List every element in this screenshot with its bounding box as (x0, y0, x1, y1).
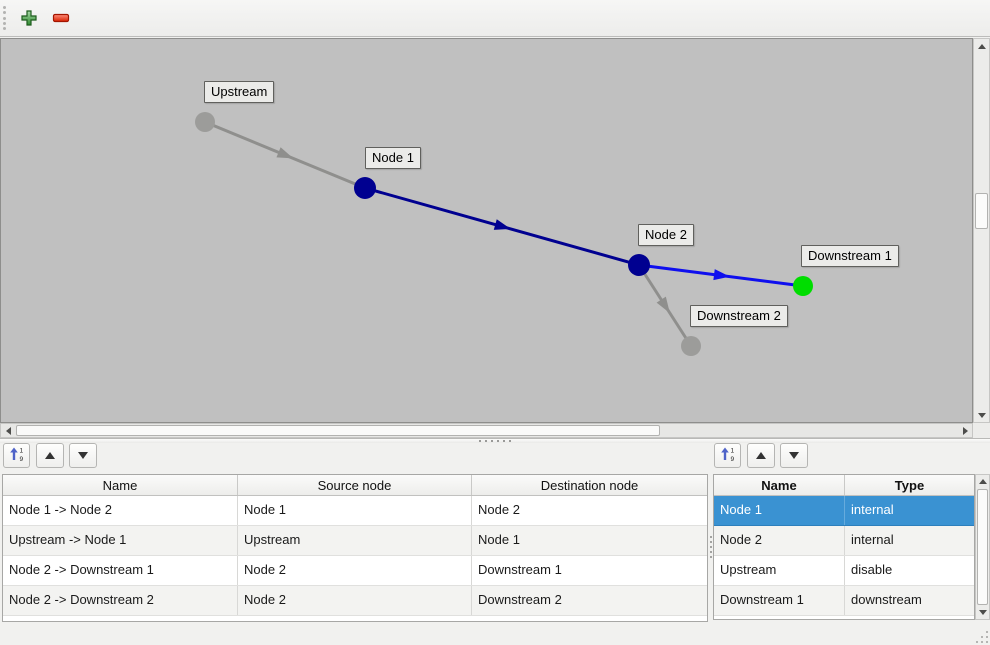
main-toolbar (0, 0, 990, 37)
sort-ascending-icon: 1 9 (9, 446, 25, 465)
nodes-table: Name Type Node 1 internal Node 2 interna… (713, 474, 975, 620)
edge-arrow-icon (276, 147, 294, 159)
edge-source-cell[interactable]: Node 2 (238, 586, 472, 615)
svg-text:1: 1 (19, 448, 23, 455)
scroll-up-icon[interactable] (976, 475, 989, 488)
table-row[interactable]: Upstream -> Node 1 Upstream Node 1 (3, 526, 707, 556)
table-row[interactable]: Node 2 internal (714, 526, 974, 556)
edges-table-header: Name Source node Destination node (3, 475, 707, 496)
scroll-down-icon[interactable] (976, 606, 989, 619)
arrow-down-icon (789, 452, 799, 459)
node-name-cell[interactable]: Downstream 1 (714, 586, 845, 615)
scroll-up-icon[interactable] (974, 39, 989, 53)
node-name-cell[interactable]: Node 1 (714, 496, 845, 525)
edges-header-name[interactable]: Name (3, 475, 238, 495)
edges-table: Name Source node Destination node Node 1… (2, 474, 708, 622)
scroll-down-icon[interactable] (974, 408, 989, 422)
nodes-header-name[interactable]: Name (714, 475, 845, 495)
edge-destination-cell[interactable]: Downstream 1 (478, 562, 562, 577)
arrow-down-icon (78, 452, 88, 459)
graph-node[interactable] (793, 276, 813, 296)
graph-vertical-scrollbar[interactable] (973, 38, 990, 423)
svg-text:9: 9 (730, 456, 734, 462)
node-type-cell[interactable]: downstream (851, 592, 922, 607)
node-type-cell[interactable]: internal (851, 532, 894, 547)
plus-icon (20, 9, 38, 30)
table-row[interactable]: Node 1 -> Node 2 Node 1 Node 2 (3, 496, 707, 526)
edge-name-cell[interactable]: Node 1 -> Node 2 (3, 496, 238, 525)
sort-ascending-icon: 1 9 (720, 446, 736, 465)
edge-source-cell[interactable]: Node 2 (238, 556, 472, 585)
table-row[interactable]: Node 2 -> Downstream 1 Node 2 Downstream… (3, 556, 707, 586)
table-row[interactable]: Node 1 internal (714, 496, 974, 526)
nodes-move-up-button[interactable] (747, 443, 775, 468)
svg-text:1: 1 (730, 448, 734, 455)
arrow-up-icon (45, 452, 55, 459)
scroll-left-icon[interactable] (1, 424, 15, 437)
graph-node[interactable] (681, 336, 701, 356)
panel-splitter[interactable] (0, 438, 990, 443)
edge-arrow-icon (713, 269, 730, 281)
edges-header-source[interactable]: Source node (238, 475, 472, 495)
graph-node[interactable] (628, 254, 650, 276)
edge-source-cell[interactable]: Node 1 (238, 496, 472, 525)
node-name-cell[interactable]: Upstream (714, 556, 845, 585)
graph-node[interactable] (354, 177, 376, 199)
node-label[interactable]: Node 1 (365, 147, 421, 169)
node-label[interactable]: Node 2 (638, 224, 694, 246)
edge-destination-cell[interactable]: Node 2 (478, 502, 520, 517)
arrow-up-icon (756, 452, 766, 459)
window-resize-grip[interactable] (975, 630, 988, 643)
edges-header-destination[interactable]: Destination node (540, 477, 639, 493)
node-name-cell[interactable]: Node 2 (714, 526, 845, 555)
edge-arrow-icon (656, 296, 670, 314)
remove-button[interactable] (50, 8, 72, 30)
graph-hscroll-thumb[interactable] (16, 425, 660, 436)
edges-sort-button[interactable]: 1 9 (3, 443, 30, 468)
scrollbar-corner (973, 423, 990, 438)
nodes-table-header: Name Type (714, 475, 974, 496)
toolbar-drag-handle[interactable] (3, 6, 9, 30)
nodes-header-type[interactable]: Type (894, 477, 925, 493)
graph-horizontal-scrollbar[interactable] (0, 423, 973, 438)
node-label[interactable]: Downstream 2 (690, 305, 788, 327)
edge-name-cell[interactable]: Node 2 -> Downstream 2 (3, 586, 238, 615)
table-row[interactable]: Downstream 1 downstream (714, 586, 974, 616)
nodes-table-scroll-thumb[interactable] (977, 489, 988, 605)
tables-splitter[interactable] (708, 474, 713, 620)
edge-destination-cell[interactable]: Node 1 (478, 532, 520, 547)
add-button[interactable] (18, 8, 40, 30)
svg-text:9: 9 (19, 456, 23, 462)
nodes-table-scrollbar[interactable] (975, 474, 990, 620)
node-type-cell[interactable]: internal (851, 502, 894, 517)
node-label[interactable]: Upstream (204, 81, 275, 103)
edges-move-up-button[interactable] (36, 443, 64, 468)
table-row[interactable]: Node 2 -> Downstream 2 Node 2 Downstream… (3, 586, 707, 616)
edge-destination-cell[interactable]: Downstream 2 (478, 592, 562, 607)
minus-icon (52, 9, 70, 30)
edge-source-cell[interactable]: Upstream (238, 526, 472, 555)
edge-name-cell[interactable]: Node 2 -> Downstream 1 (3, 556, 238, 585)
node-label[interactable]: Downstream 1 (801, 245, 899, 267)
node-type-cell[interactable]: disable (851, 562, 893, 577)
graph-node[interactable] (195, 112, 215, 132)
scroll-right-icon[interactable] (958, 424, 972, 437)
graph-svg (195, 112, 813, 356)
table-row[interactable]: Upstream disable (714, 556, 974, 586)
nodes-sort-button[interactable]: 1 9 (714, 443, 741, 468)
nodes-move-down-button[interactable] (780, 443, 808, 468)
edge-arrow-icon (493, 219, 511, 230)
edge-name-cell[interactable]: Upstream -> Node 1 (3, 526, 238, 555)
edges-move-down-button[interactable] (69, 443, 97, 468)
graph-vscroll-thumb[interactable] (975, 193, 988, 229)
